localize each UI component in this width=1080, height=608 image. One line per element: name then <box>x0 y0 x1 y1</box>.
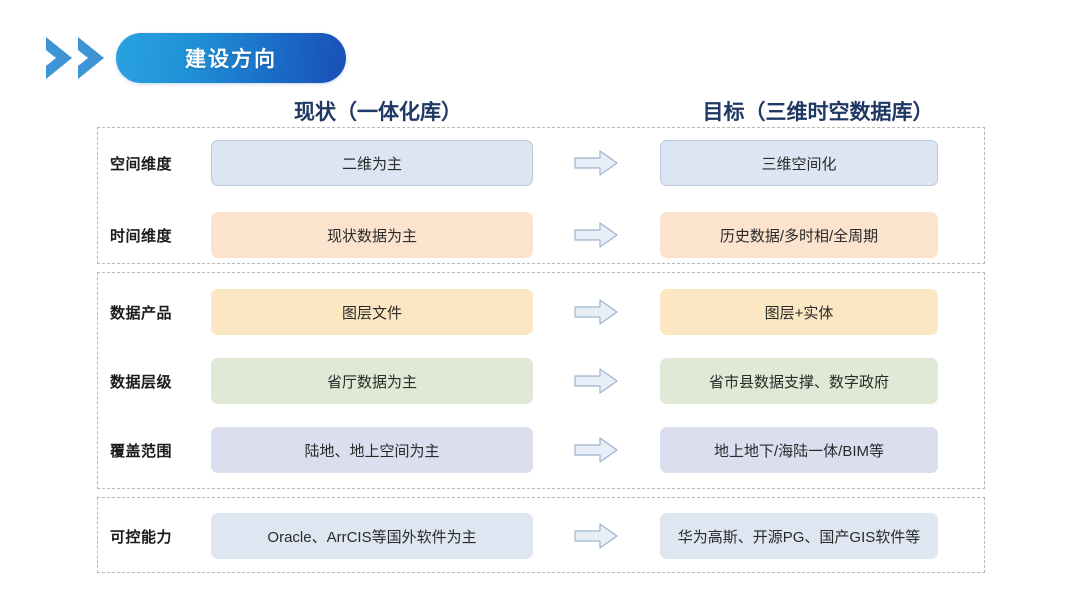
row-label: 数据层级 <box>110 373 173 391</box>
row-label: 数据产品 <box>110 304 173 322</box>
section-title-pill: 建设方向 <box>116 33 346 83</box>
current-state-box: 省厅数据为主 <box>211 358 533 404</box>
comparison-row: 时间维度 现状数据为主 历史数据/多时相/全周期 <box>98 212 986 258</box>
comparison-row: 覆盖范围 陆地、地上空间为主 地上地下/海陆一体/BIM等 <box>98 427 986 473</box>
comparison-group-2: 数据产品 图层文件 图层+实体数据层级 省厅数据为主 省市县数据支撑、数字政府覆盖范围 陆… <box>97 272 985 489</box>
section-title-label: 建设方向 <box>185 48 277 71</box>
target-state-box: 华为高斯、开源PG、国产GIS软件等 <box>660 513 938 559</box>
target-state-box: 省市县数据支撑、数字政府 <box>660 358 938 404</box>
comparison-group-1: 空间维度 二维为主 三维空间化时间维度 现状数据为主 历史数据/多时相/全周期 <box>97 127 985 264</box>
row-label: 空间维度 <box>110 155 173 173</box>
block-arrow-right-icon <box>574 298 618 326</box>
current-state-box: 现状数据为主 <box>211 212 533 258</box>
row-label: 时间维度 <box>110 227 173 245</box>
comparison-row: 可控能力 Oracle、ArrCIS等国外软件为主 华为高斯、开源PG、国产GIS软… <box>98 513 986 559</box>
block-arrow-right-icon <box>574 221 618 249</box>
comparison-row: 数据产品 图层文件 图层+实体 <box>98 289 986 335</box>
comparison-row: 数据层级 省厅数据为主 省市县数据支撑、数字政府 <box>98 358 986 404</box>
double-chevron-right-icon <box>44 33 116 83</box>
target-state-box: 历史数据/多时相/全周期 <box>660 212 938 258</box>
target-state-box: 地上地下/海陆一体/BIM等 <box>660 427 938 473</box>
comparison-group-3: 可控能力 Oracle、ArrCIS等国外软件为主 华为高斯、开源PG、国产GIS软… <box>97 497 985 573</box>
block-arrow-right-icon <box>574 522 618 550</box>
block-arrow-right-icon <box>574 436 618 464</box>
target-state-box: 图层+实体 <box>660 289 938 335</box>
block-arrow-right-icon <box>574 149 618 177</box>
slide-header: 建设方向 <box>0 0 1080 100</box>
current-state-box: 二维为主 <box>211 140 533 186</box>
current-state-box: 图层文件 <box>211 289 533 335</box>
row-label: 可控能力 <box>110 528 173 546</box>
current-state-box: Oracle、ArrCIS等国外软件为主 <box>211 513 533 559</box>
current-state-box: 陆地、地上空间为主 <box>211 427 533 473</box>
column-header-current: 现状（一体化库） <box>294 101 462 124</box>
comparison-row: 空间维度 二维为主 三维空间化 <box>98 140 986 186</box>
target-state-box: 三维空间化 <box>660 140 938 186</box>
block-arrow-right-icon <box>574 367 618 395</box>
row-label: 覆盖范围 <box>110 442 173 460</box>
column-headers: 现状（一体化库） 目标（三维时空数据库） <box>0 96 1080 128</box>
column-header-target: 目标（三维时空数据库） <box>702 101 934 124</box>
